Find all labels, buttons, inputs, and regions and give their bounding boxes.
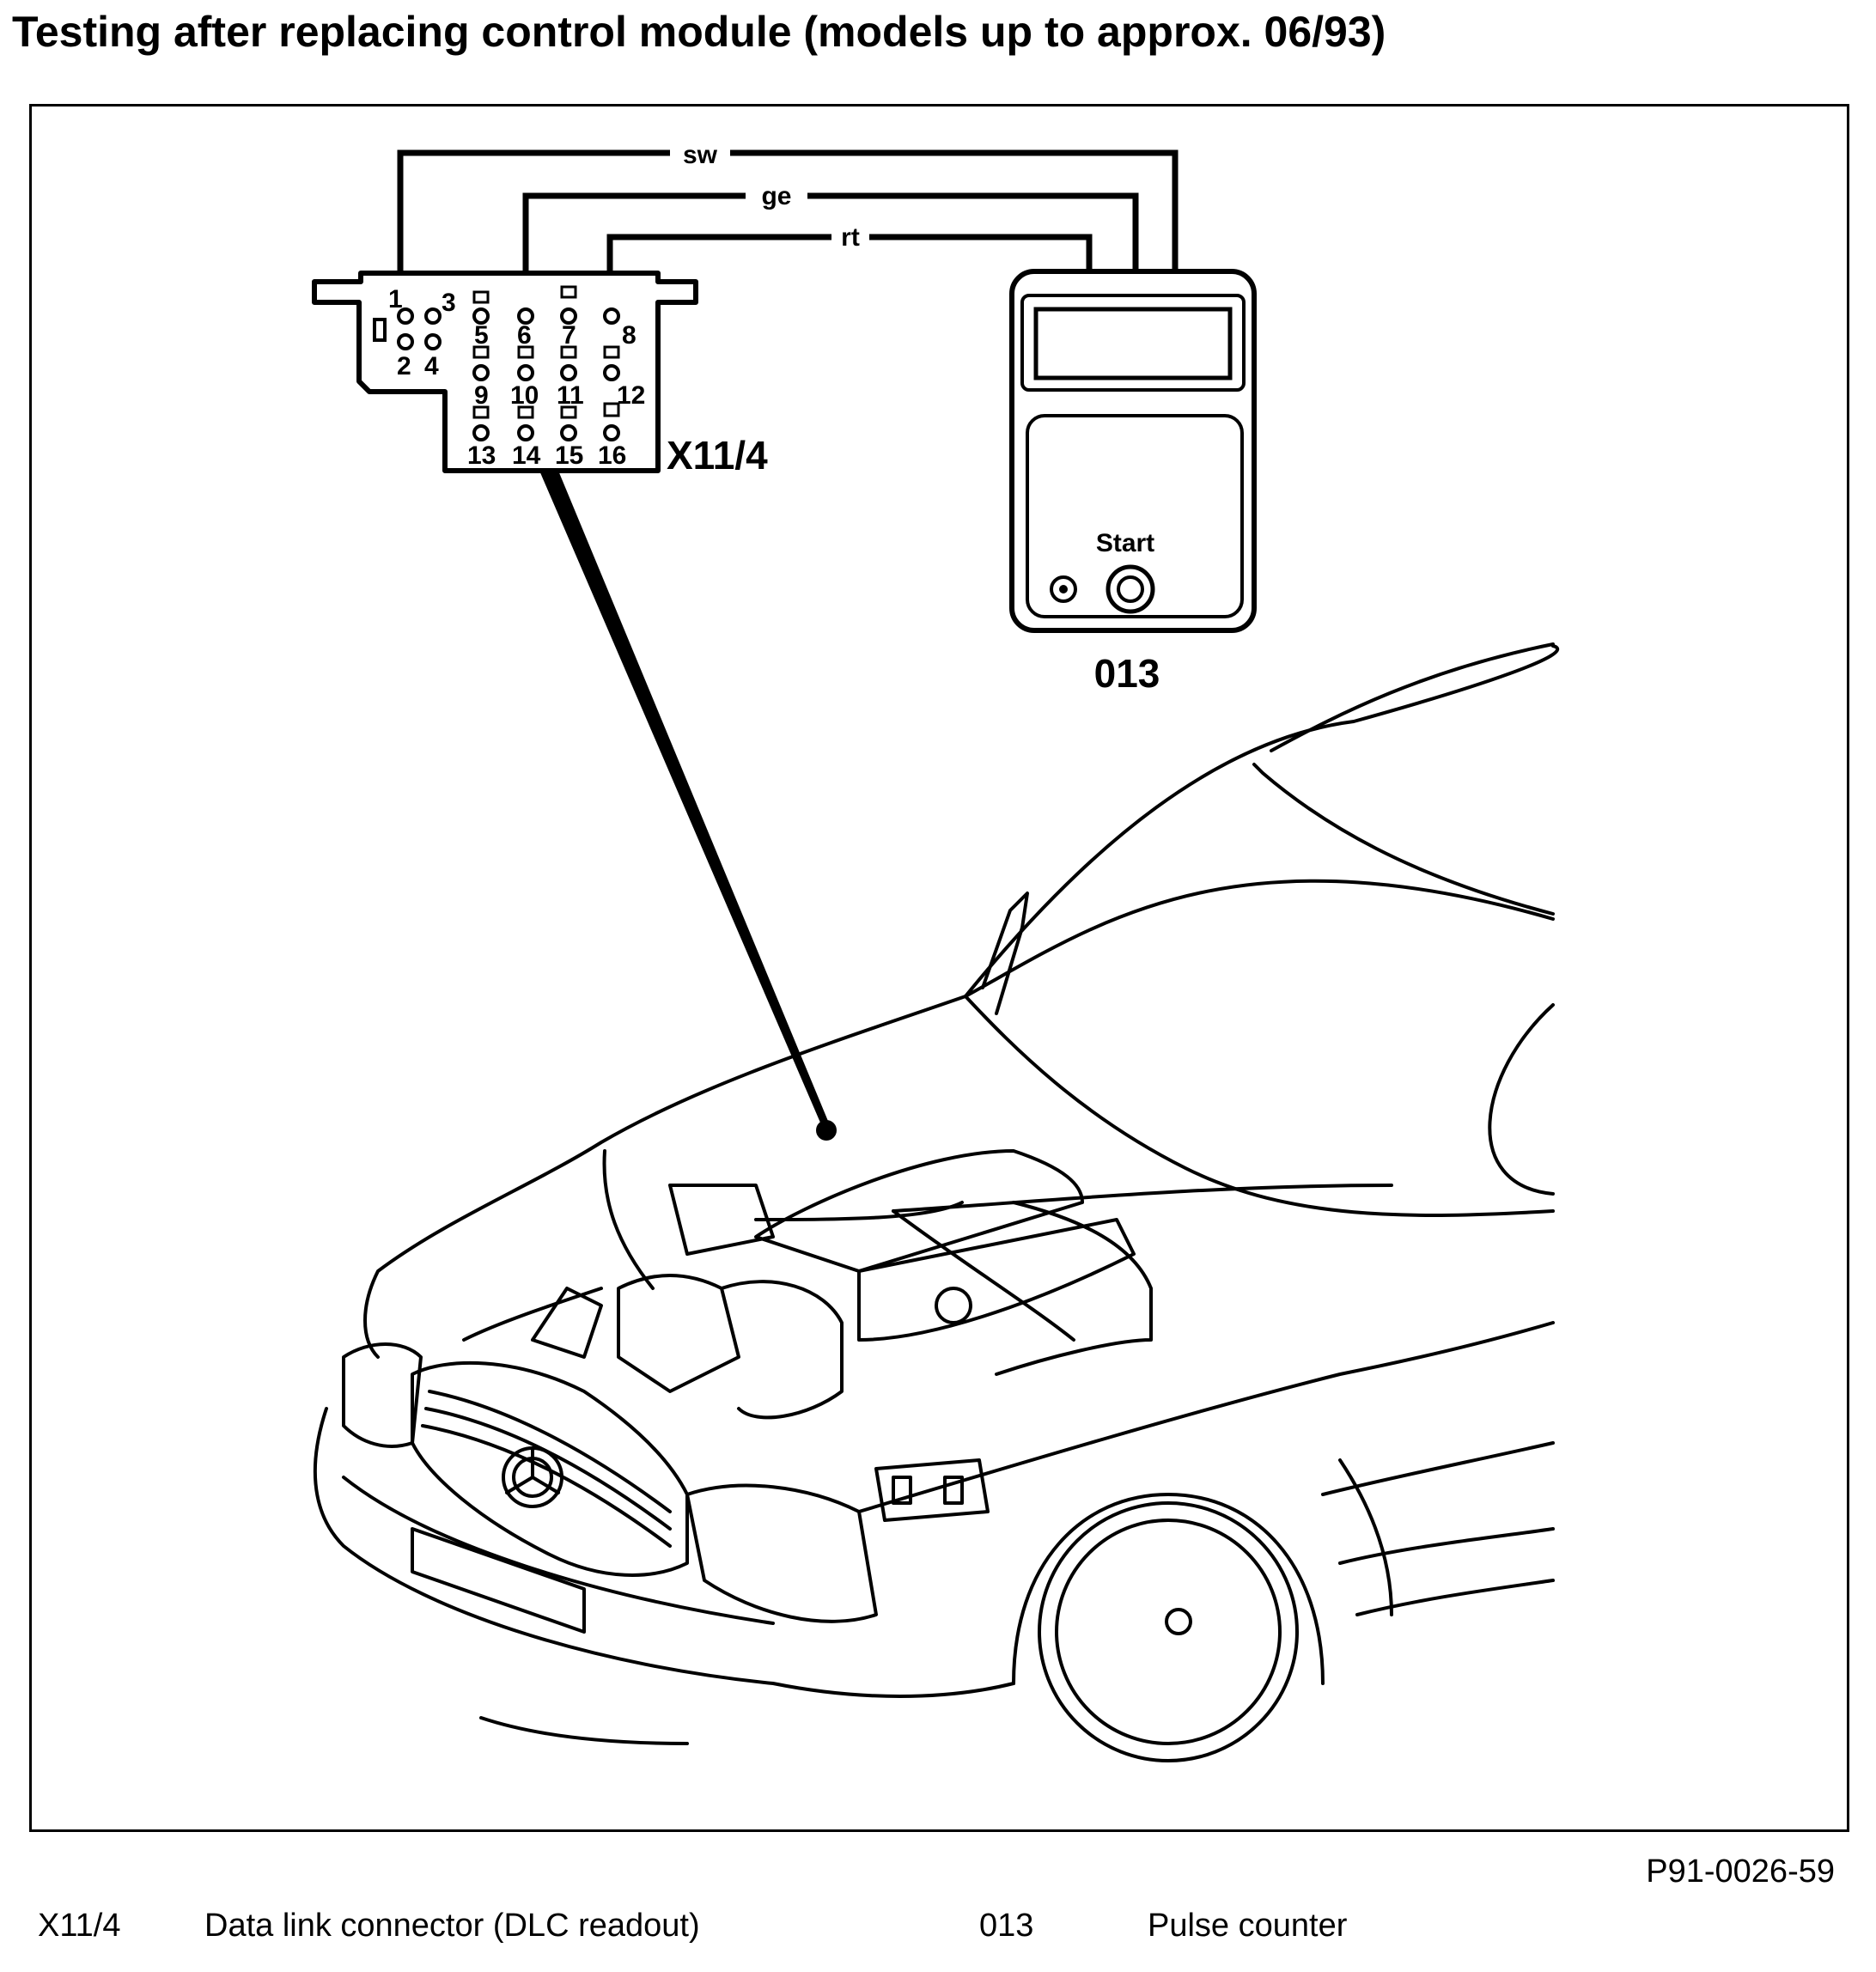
legend-desc-013: Pulse counter xyxy=(1148,1908,1348,1944)
wire-label-ge: ge xyxy=(761,182,791,210)
start-button-label: Start xyxy=(1096,529,1154,557)
location-marker xyxy=(816,1120,837,1141)
legend-desc-x11-4: Data link connector (DLC readout) xyxy=(204,1908,700,1944)
wire-sw xyxy=(397,149,1179,316)
figure-frame xyxy=(29,104,1849,1832)
pin-label-7: 7 xyxy=(562,321,576,350)
page-title: Testing after replacing control module (… xyxy=(12,8,1386,56)
pin-label-13: 13 xyxy=(467,441,496,470)
pin-label-11: 11 xyxy=(557,381,584,410)
location-leader-line xyxy=(539,471,830,1129)
pin-label-15: 15 xyxy=(555,441,583,470)
pin-label-9: 9 xyxy=(474,381,489,410)
pin-label-8: 8 xyxy=(622,321,636,350)
tester-label: 013 xyxy=(1094,651,1160,696)
pin-label-6: 6 xyxy=(517,321,532,350)
pin-label-4: 4 xyxy=(424,352,439,380)
wire-label-rt: rt xyxy=(841,223,860,252)
start-button-icon xyxy=(1106,564,1155,614)
pulse-counter xyxy=(1009,269,1257,633)
pin-label-1: 1 xyxy=(388,285,403,313)
pin-label-2: 2 xyxy=(397,352,411,380)
wire-label-sw: sw xyxy=(683,141,718,169)
dlc-connector: 1 2 3 4 5 6 7 8 9 10 11 12 13 14 15 16 xyxy=(312,271,698,473)
pin-label-5: 5 xyxy=(474,321,489,350)
connector-label: X11/4 xyxy=(667,433,768,478)
pin-label-12: 12 xyxy=(617,381,645,410)
pin-label-14: 14 xyxy=(512,441,541,470)
figure-id: P91-0026-59 xyxy=(1646,1853,1835,1890)
pin-label-3: 3 xyxy=(442,289,456,317)
wire-ge xyxy=(522,192,1139,316)
vehicle-illustration xyxy=(313,642,1560,1762)
legend-code-x11-4: X11/4 xyxy=(38,1908,121,1944)
legend-code-013: 013 xyxy=(979,1908,1034,1944)
led-indicator-icon xyxy=(1050,575,1077,603)
pin-label-10: 10 xyxy=(510,381,539,410)
pin-label-16: 16 xyxy=(598,441,626,470)
